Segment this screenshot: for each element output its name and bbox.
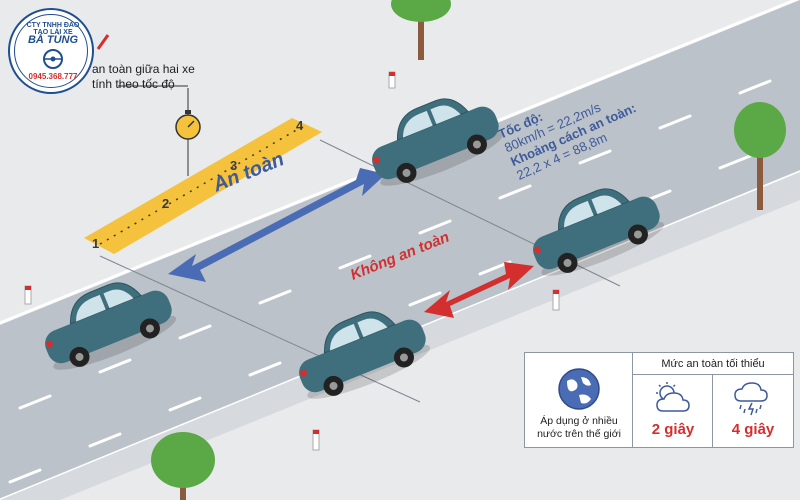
panel-clear-weather: 2 giây [633, 375, 713, 447]
logo-phone: 0945.368.777 [28, 72, 78, 81]
header-title-line2: tính theo tốc độ [92, 77, 175, 91]
header-title: an toàn giữa hai xe tính theo tốc độ [92, 62, 195, 92]
panel-apply-text: Áp dụng ở nhiều nước trên thế giới [537, 415, 621, 440]
storm-cloud-icon [734, 382, 768, 416]
clear-weather-value: 2 giây [651, 421, 695, 438]
ruler-mark: 4 [296, 118, 304, 133]
partly-cloudy-icon [656, 382, 690, 412]
logo-company-text: CTY TNHH ĐÀO TẠO LÁI XE [26, 22, 80, 36]
distance-ruler [84, 118, 322, 254]
ruler-mark: 2 [162, 196, 170, 211]
unsafe-distance-arrow [424, 262, 534, 318]
title-accent-mark [96, 34, 110, 50]
logo-brand-name: BÁ TÙNG [27, 34, 79, 46]
car-icon [299, 311, 431, 399]
car-icon [45, 282, 177, 370]
steering-wheel-icon [43, 49, 63, 69]
panel-apply-column: Áp dụng ở nhiều nước trên thế giới [525, 353, 633, 447]
panel-rain-weather: 4 giây [713, 375, 793, 447]
speed-info: Tốc độ: 80km/h = 22,2m/s Khoảng cách an … [478, 38, 698, 183]
safety-info-panel: Áp dụng ở nhiều nước trên thế giới Mức a… [524, 352, 794, 448]
panel-min-title: Mức an toàn tối thiểu [633, 353, 793, 375]
rain-weather-value: 4 giây [731, 421, 775, 438]
globe-icon [558, 368, 600, 410]
safe-distance-arrow [168, 168, 386, 282]
header-title-line1: an toàn giữa hai xe [92, 62, 195, 76]
ruler-mark: 3 [230, 158, 238, 173]
stopwatch-icon [175, 88, 201, 176]
car-icon [372, 98, 504, 186]
cars-layer [45, 98, 665, 399]
ruler-mark: 1 [92, 236, 100, 251]
tree-icon [734, 102, 786, 210]
tree-icon [151, 432, 215, 500]
road-posts [24, 71, 560, 451]
car-icon [533, 188, 665, 276]
tree-icon [391, 0, 451, 60]
company-logo: CTY TNHH ĐÀO TẠO LÁI XE BÁ TÙNG 0945.368… [8, 8, 94, 94]
